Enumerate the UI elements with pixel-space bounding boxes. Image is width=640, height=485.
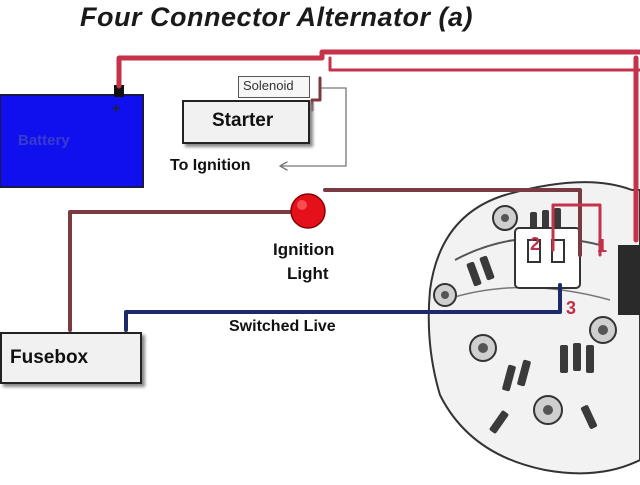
alternator — [427, 181, 640, 475]
battery-body — [0, 94, 144, 188]
battery-terminal-post — [114, 85, 124, 97]
starter-label: Starter — [212, 110, 274, 131]
battery-terminal-sign: + — [112, 100, 121, 116]
fusebox-box — [0, 332, 142, 384]
solenoid-link-wire — [310, 76, 322, 112]
ignition-light-label-line2: Light — [287, 264, 329, 283]
terminal-2-label: 2 — [530, 234, 541, 254]
to-ignition-wire — [279, 87, 347, 167]
terminal-2-sense-wire — [551, 203, 602, 257]
to-ignition-arrowhead — [279, 161, 288, 171]
fusebox-label: Fusebox — [10, 347, 89, 368]
solenoid-box — [238, 76, 310, 98]
ignition-light-to-terminal-1-wire — [323, 188, 582, 257]
ignition-light-lamp — [290, 193, 326, 229]
diagram-title: Four Connector Alternator (a) — [80, 2, 474, 32]
terminal-1-label: 1 — [597, 236, 608, 256]
starter-box — [182, 100, 310, 144]
battery-label: Battery — [18, 132, 70, 149]
switched-live-label: Switched Live — [229, 318, 336, 335]
solenoid-label: Solenoid — [243, 78, 294, 93]
battery-positive-wire — [116, 49, 640, 89]
ignition-light-highlight — [297, 200, 307, 210]
battery-output-wire — [328, 56, 640, 72]
ignition-feed-wire — [68, 210, 297, 332]
ignition-light-label-line1: Ignition — [273, 240, 335, 259]
to-ignition-label: To Ignition — [170, 157, 251, 174]
switched-live-wire — [124, 283, 562, 332]
terminal-3-label: 3 — [566, 298, 577, 318]
